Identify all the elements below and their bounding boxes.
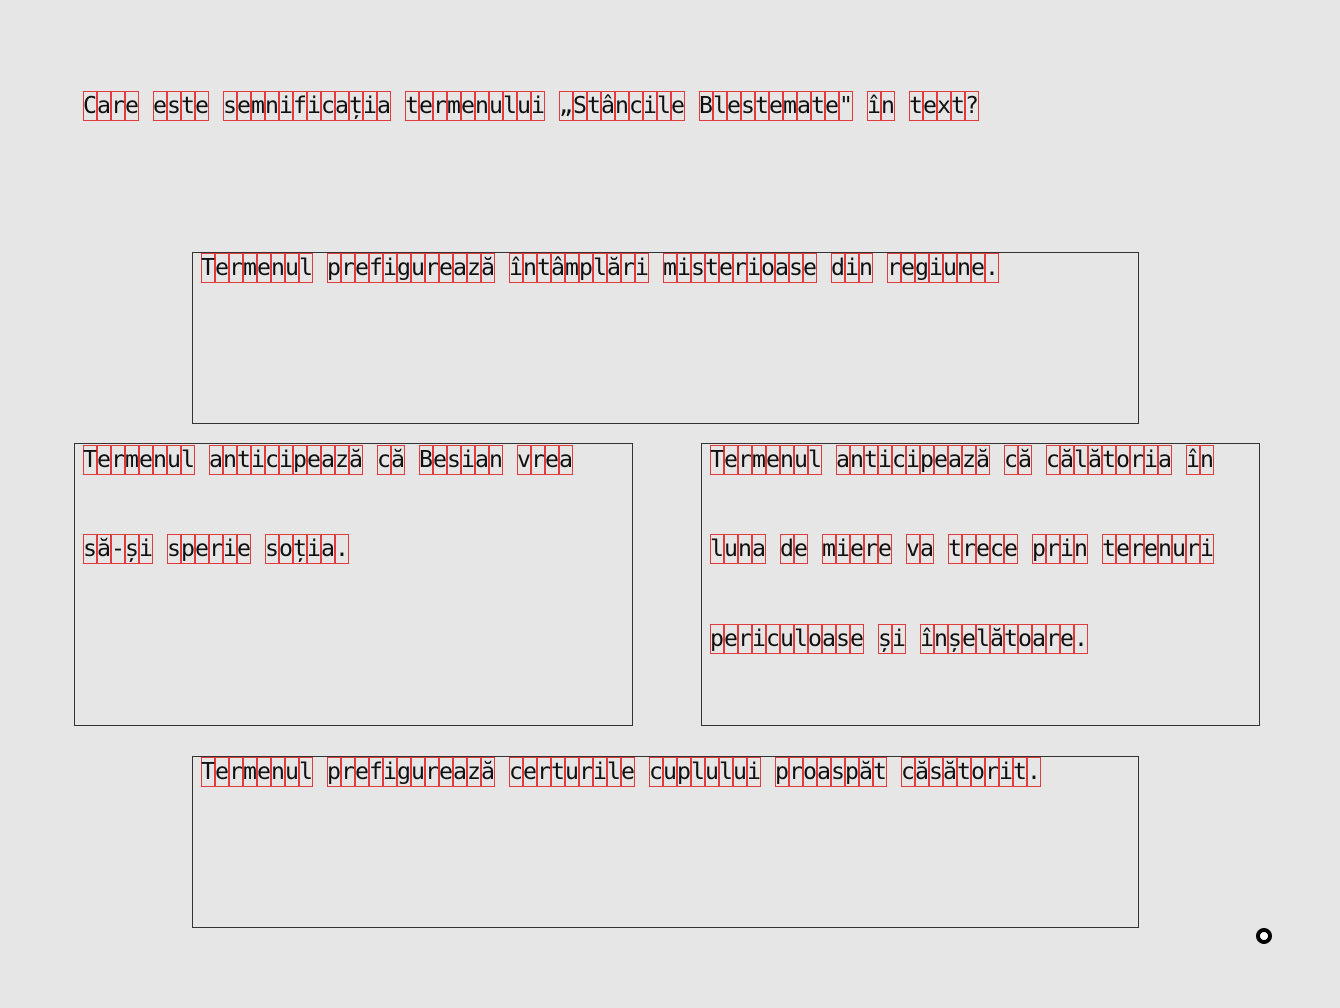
answer-option-4-line-1: Termenul prefigurează certurile cuplului… xyxy=(201,758,1041,785)
answer-option-3[interactable] xyxy=(701,443,1260,726)
answer-option-3-line-2: luna de miere va trece prin terenuri xyxy=(710,535,1214,562)
answer-option-2-line-2: să-și sperie soția. xyxy=(83,535,349,562)
ring-cursor-icon xyxy=(1256,928,1272,944)
answer-option-3-line-1: Termenul anticipează că călătoria în xyxy=(710,446,1214,473)
answer-option-4[interactable] xyxy=(192,756,1139,928)
answer-option-1[interactable] xyxy=(192,252,1139,424)
answer-option-2[interactable] xyxy=(74,443,633,726)
question-text: Care este semnificația termenului „Stânc… xyxy=(83,92,979,119)
answer-option-1-line-1: Termenul prefigurează întâmplări misteri… xyxy=(201,254,999,281)
answer-option-2-line-1: Termenul anticipează că Besian vrea xyxy=(83,446,573,473)
answer-option-3-line-3: periculoase și înșelătoare. xyxy=(710,625,1088,652)
